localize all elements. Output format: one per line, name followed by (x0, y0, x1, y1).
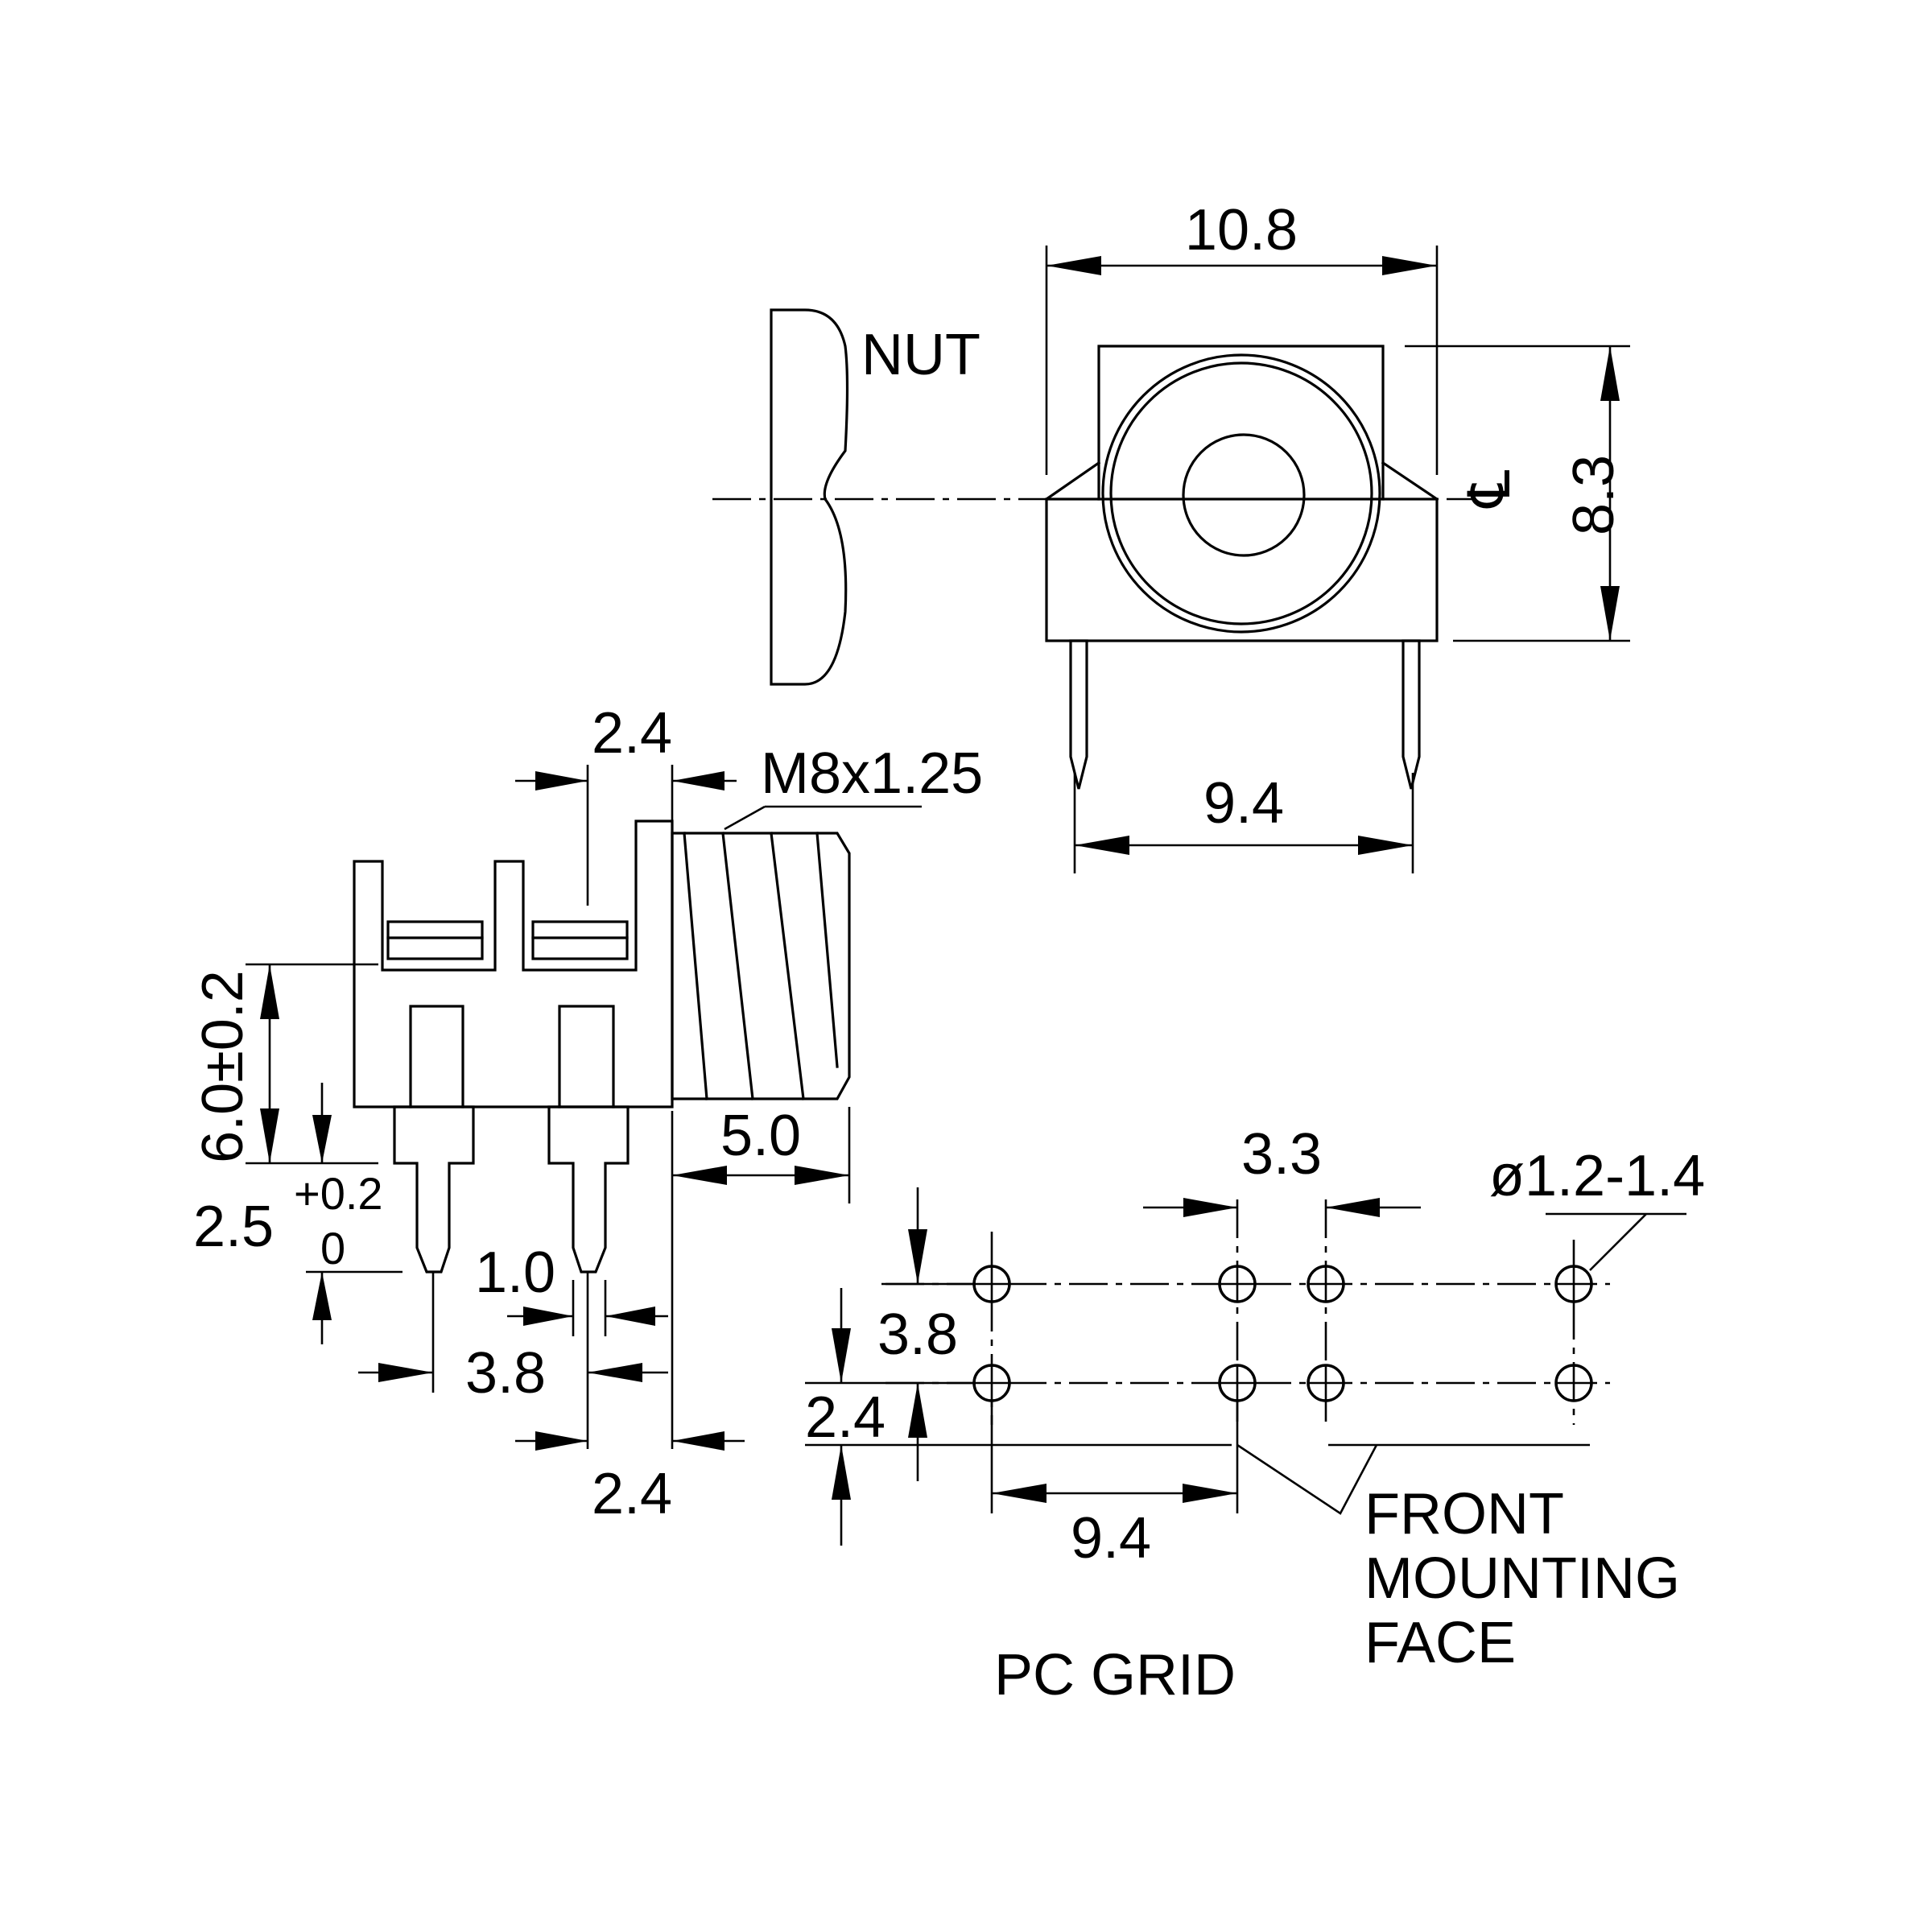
arrowhead (312, 1115, 332, 1163)
front-face-label-3: FACE (1364, 1611, 1516, 1675)
arrowhead (1382, 256, 1437, 275)
front-housing-outline (1097, 345, 1385, 501)
pc-grid-view: 3.3 ø1.2-1.4 3.8 2.4 9.4 FRONT MOUNTING … (805, 1122, 1705, 1707)
arrowhead (312, 1272, 332, 1320)
dim-grid-gap: 3.3 (1241, 1122, 1322, 1187)
arrowhead (992, 1484, 1046, 1503)
dim-pin-width: 1.0 (475, 1241, 555, 1305)
pc-grid-title: PC GRID (994, 1643, 1236, 1707)
arrowhead (1600, 346, 1620, 401)
dim-height: 6.0±0.2 (191, 970, 255, 1163)
arrowhead (1075, 836, 1129, 855)
arrowhead (605, 1307, 655, 1326)
dim-body-height: 8.3 (1562, 455, 1626, 535)
arrowhead (795, 1166, 849, 1185)
dim-body-width: 10.8 (1185, 198, 1298, 262)
arrowhead (908, 1229, 927, 1284)
grid-hole (1218, 1265, 1257, 1303)
thread-inner-circle (1109, 361, 1373, 625)
tol-plus: +0.2 (294, 1168, 383, 1219)
front-body-outline (1045, 497, 1439, 642)
side-view: M8x1.25 2.4 6.0±0.2 2.5 +0.2 0 1.0 (191, 701, 983, 1526)
nut-outline (770, 308, 849, 686)
arrowhead (672, 1431, 724, 1451)
front-view: ℄ 10.8 8.3 9.4 (712, 198, 1630, 873)
dim-pin-length: 2.5 (193, 1195, 274, 1259)
thread-outer-circle (1101, 353, 1381, 634)
dim-hole-diameter: ø1.2-1.4 (1489, 1144, 1705, 1208)
jack-hole-circle (1182, 433, 1306, 557)
grid-hole (1218, 1364, 1257, 1402)
contact-bar-left (386, 920, 484, 960)
arrowhead (1183, 1198, 1237, 1217)
thread-line (683, 832, 708, 1100)
arrowhead (1183, 1484, 1237, 1503)
grid-hole (972, 1364, 1011, 1402)
side-housing-outline (353, 819, 674, 1108)
grid-hole (972, 1265, 1011, 1303)
dim-row-pitch: 3.8 (877, 1302, 958, 1367)
hole-leader-line (1589, 1213, 1647, 1271)
side-pin-right (547, 1105, 630, 1274)
arrowhead (1358, 836, 1413, 855)
arrowhead (588, 1363, 642, 1382)
thread-line (721, 832, 754, 1100)
front-face-label-2: MOUNTING (1364, 1546, 1680, 1611)
arrowhead (908, 1383, 927, 1438)
arrowhead (535, 771, 588, 791)
grid-hole (1307, 1364, 1345, 1402)
dim-row-offset: 2.4 (805, 1385, 886, 1450)
front-chamfer-right (1381, 460, 1439, 502)
side-pin-left (393, 1105, 475, 1274)
dim-flange-thickness: 2.4 (592, 701, 672, 766)
grid-hole (1554, 1265, 1593, 1303)
grid-holes (972, 1265, 1593, 1402)
front-pin-left (1069, 639, 1088, 790)
tol-zero: 0 (320, 1223, 345, 1274)
arrowhead (672, 771, 724, 791)
arrowhead (1326, 1198, 1380, 1217)
threaded-barrel (671, 832, 851, 1100)
dim-barrel-length: 5.0 (720, 1104, 801, 1168)
grid-hole (1307, 1265, 1345, 1303)
terminal-shoulder-left (409, 1005, 464, 1108)
grid-hole (1554, 1364, 1593, 1402)
arrowhead (672, 1166, 727, 1185)
dim-grid-span: 9.4 (1071, 1506, 1151, 1571)
dim-pin-span: 9.4 (1203, 771, 1284, 836)
arrowhead (832, 1328, 851, 1383)
front-face-leader (1236, 1443, 1378, 1515)
front-pin-right (1402, 639, 1421, 790)
arrowhead (832, 1445, 851, 1500)
arrowhead (1600, 586, 1620, 641)
arrowhead (535, 1431, 588, 1451)
centerline-symbol: ℄ (1458, 470, 1522, 509)
arrowhead (523, 1307, 573, 1326)
arrowhead (260, 1108, 279, 1163)
thread-line (815, 832, 839, 1068)
thread-line (770, 832, 805, 1100)
arrowhead (1046, 256, 1101, 275)
thread-spec: M8x1.25 (761, 741, 983, 806)
contact-bar-right (531, 920, 629, 960)
terminal-shoulder-right (558, 1005, 615, 1108)
nut-view: NUT (770, 308, 980, 686)
dim-pin-pitch: 3.8 (465, 1341, 546, 1406)
arrowhead (378, 1363, 433, 1382)
dim-bottom-offset: 2.4 (592, 1462, 672, 1526)
arrowhead (260, 964, 279, 1019)
front-face-label-1: FRONT (1364, 1482, 1564, 1546)
front-chamfer-left (1044, 460, 1101, 502)
nut-label: NUT (861, 323, 980, 387)
thread-leader-line (724, 805, 766, 831)
